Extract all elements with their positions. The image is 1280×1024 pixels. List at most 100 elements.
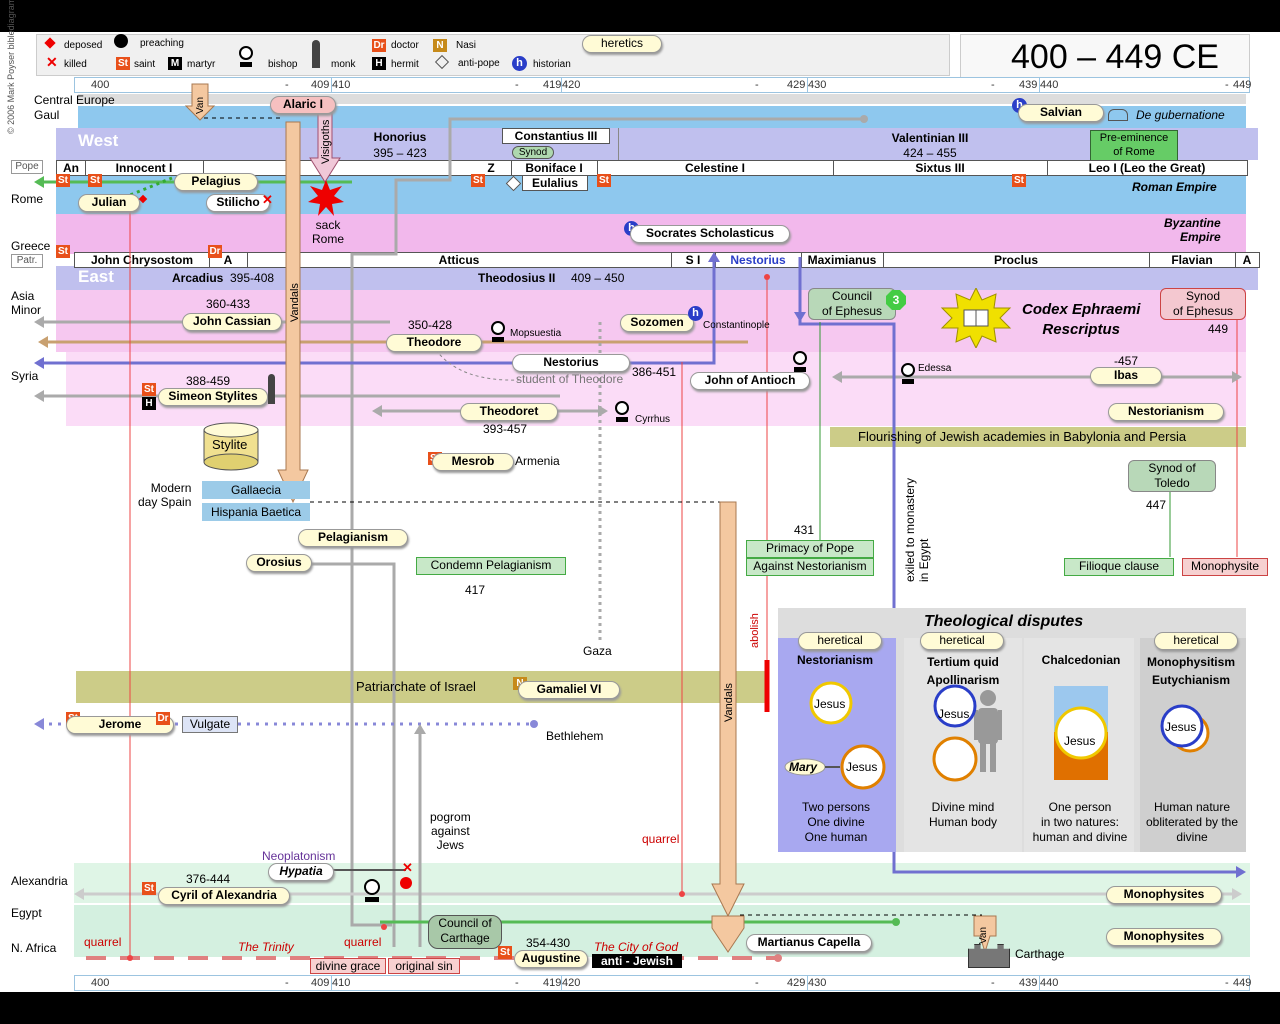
emperor-honorius: Honorius bbox=[373, 130, 427, 144]
council-ephesus-box: Council of Ephesus bbox=[808, 288, 896, 320]
saint-icon: St bbox=[56, 245, 70, 258]
vandals-label-1: Vandals bbox=[289, 283, 301, 322]
trinity-label: The Trinity bbox=[238, 940, 294, 954]
heretical-tag-2: heretical bbox=[920, 632, 1004, 650]
diagram-canvas: 400 – 449 CE © 2006 Mark Poyser bibledia… bbox=[0, 0, 1280, 992]
nestorius-line bbox=[40, 257, 716, 365]
theodoret-dates: 393-457 bbox=[483, 422, 528, 436]
orosius-pill: Orosius bbox=[246, 554, 312, 572]
patriarch-cell: A bbox=[209, 253, 248, 267]
vandals-arrow-2 bbox=[711, 501, 745, 918]
van-carthage-label: Van bbox=[978, 926, 989, 944]
quarrel-label-2: quarrel bbox=[84, 935, 122, 949]
band-n-africa bbox=[74, 905, 1250, 957]
vandals-arrow-3 bbox=[711, 915, 745, 953]
roman-empire-label: Roman Empire bbox=[1132, 180, 1217, 194]
patriarch-cell: Proclus bbox=[883, 253, 1150, 267]
monophysitism-description: Human nature obliterated by the divine bbox=[1145, 800, 1239, 844]
pope-cell: Sixtus III bbox=[833, 161, 1048, 175]
jesus-label: Jesus bbox=[1064, 734, 1096, 748]
mopsuestia-label: Mopsuestia bbox=[510, 328, 562, 339]
theodore-pill: Theodore bbox=[386, 334, 482, 352]
saint-icon: St bbox=[142, 882, 156, 895]
legend-antipope: anti-pope bbox=[458, 58, 500, 69]
john-cassian-pill: John Cassian bbox=[182, 313, 282, 331]
patriarch-cell: Maximianus bbox=[801, 253, 884, 267]
emperor-valentinian: Valentinian III bbox=[891, 131, 969, 145]
legend-nasi: Nasi bbox=[456, 40, 477, 51]
saint-icon: St bbox=[56, 174, 70, 187]
historian-icon: h bbox=[512, 56, 527, 71]
band-central-europe bbox=[78, 94, 1246, 104]
axis-tick: 419 bbox=[543, 977, 562, 989]
legend-deposed: deposed bbox=[64, 40, 103, 51]
bishop-icon bbox=[238, 44, 253, 68]
sun-book-icon bbox=[940, 288, 1012, 348]
original-sin-box: original sin bbox=[388, 958, 460, 974]
vandals-label-2: Vandals bbox=[723, 683, 735, 722]
synod-toledo-box: Synod of Toledo bbox=[1128, 460, 1216, 492]
sack-icon bbox=[308, 180, 344, 216]
council-number-badge: 3 bbox=[886, 290, 906, 310]
valentinian-divider bbox=[618, 128, 1259, 160]
saint-icon: St bbox=[142, 383, 156, 396]
axis-tick: - bbox=[515, 977, 519, 989]
axis-tick: - bbox=[1225, 79, 1229, 91]
city-of-god-label: The City of God bbox=[594, 940, 679, 954]
monophysitism-title: Monophysitism Eutychianism bbox=[1146, 655, 1235, 687]
bishop-icon bbox=[490, 320, 506, 349]
martianus-pill: Martianus Capella bbox=[746, 934, 872, 952]
julian-pill: Julian bbox=[78, 194, 140, 212]
saint-icon: St bbox=[471, 174, 485, 187]
axis-tick: 409 bbox=[311, 977, 330, 989]
pope-cell: An bbox=[57, 161, 86, 175]
sack-rome-label: sack Rome bbox=[312, 218, 345, 246]
monophysites-pill-1: Monophysites bbox=[1106, 886, 1222, 904]
axis-tick: 420 bbox=[561, 976, 581, 990]
title-box: 400 – 449 CE bbox=[960, 34, 1250, 78]
exiled-label: exiled to monastery in Egypt bbox=[903, 477, 931, 582]
student-curve bbox=[435, 349, 521, 381]
band-jewish-academies bbox=[830, 427, 1246, 447]
stylite-label: Stylite bbox=[212, 437, 248, 452]
arcadius-dates: 395-408 bbox=[230, 271, 275, 285]
jewish-academies-label: Flourishing of Jewish academies in Babyl… bbox=[858, 429, 1187, 444]
against-nestorianism-box: Against Nestorianism bbox=[746, 558, 874, 576]
doctor-icon: Dr bbox=[156, 712, 170, 725]
nestorianism-description: Two persons One divine One human bbox=[801, 800, 871, 844]
pelagianism-pill: Pelagianism bbox=[298, 529, 408, 547]
axis-tick: 429 bbox=[787, 79, 806, 91]
band-west bbox=[56, 128, 1258, 160]
synod-ephesus-box: Synod of Ephesus bbox=[1160, 288, 1246, 320]
carthage-label: Carthage bbox=[1015, 947, 1065, 961]
exile-line bbox=[798, 257, 1240, 874]
bethlehem-label: Bethlehem bbox=[546, 729, 604, 743]
axis-tick: - bbox=[515, 79, 519, 91]
legend-monk: monk bbox=[331, 59, 356, 70]
bishop-icon bbox=[614, 400, 630, 429]
heretical-tag-3: heretical bbox=[1154, 632, 1238, 650]
legend-doctor: doctor bbox=[391, 40, 419, 51]
visigoths-label: Visigoths bbox=[320, 119, 332, 164]
doctor-icon: Dr bbox=[372, 39, 386, 52]
axis-tick: 400 bbox=[91, 977, 110, 989]
jesus-label: Jesus bbox=[846, 760, 878, 774]
tertium-title: Tertium quid Apollinarism bbox=[926, 655, 1000, 687]
patriarch-cell: John Chrysostom bbox=[75, 253, 210, 267]
monophysite-box: Monophysite bbox=[1182, 558, 1268, 576]
pelagius-pill: Pelagius bbox=[174, 173, 258, 191]
primacy-box: Primacy of Pope bbox=[746, 540, 874, 558]
band-gaul bbox=[78, 106, 1246, 128]
patriarchate-label: Patriarchate of Israel bbox=[356, 679, 476, 694]
axis-tick: 439 bbox=[1019, 79, 1038, 91]
legend-hermit: hermit bbox=[391, 59, 419, 70]
anti-jewish-box: anti - Jewish bbox=[592, 954, 682, 968]
byzantine-empire-label: Byzantine Empire bbox=[1164, 216, 1221, 244]
band-east bbox=[56, 266, 1258, 290]
simeon-pill: Simeon Stylites bbox=[158, 388, 268, 406]
axis-tick: - bbox=[285, 977, 289, 989]
monk-icon bbox=[268, 374, 275, 404]
chalcedonian-description: One person in two natures: human and div… bbox=[1032, 800, 1128, 844]
